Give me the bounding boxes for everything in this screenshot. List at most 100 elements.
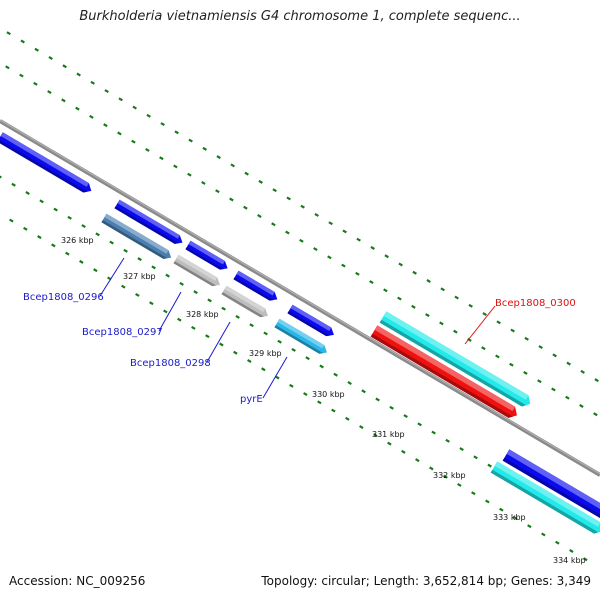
tick-mark bbox=[359, 425, 364, 430]
tick-mark bbox=[132, 105, 137, 110]
tick-mark bbox=[431, 430, 436, 435]
tick-mark bbox=[345, 416, 350, 421]
gene-arrow-g11[interactable] bbox=[370, 325, 517, 418]
tick-mark bbox=[179, 281, 184, 286]
gene-highlight bbox=[506, 449, 600, 509]
gene-arrow-g2[interactable] bbox=[114, 199, 183, 244]
tick-mark bbox=[286, 196, 291, 201]
tick-mark bbox=[219, 342, 224, 347]
gene-arrow-g8[interactable] bbox=[287, 304, 334, 337]
tick-mark bbox=[289, 383, 294, 388]
gene-arrow-g1[interactable] bbox=[0, 132, 92, 193]
gene-label-bcep1808-0297[interactable]: Bcep1808_0297 bbox=[82, 291, 182, 338]
scale-label: 327 kbp bbox=[123, 272, 156, 281]
topology-summary: Topology: circular; Length: 3,652,814 bp… bbox=[261, 574, 591, 588]
tick-mark bbox=[355, 271, 360, 276]
tick-mark bbox=[9, 218, 14, 223]
gene-arrow-g10[interactable] bbox=[379, 311, 531, 407]
gene-label-bcep1808-0298[interactable]: Bcep1808_0298 bbox=[130, 321, 231, 369]
tick-mark bbox=[583, 557, 588, 562]
leader-line bbox=[262, 356, 288, 399]
tick-mark bbox=[188, 138, 193, 143]
leader-line bbox=[464, 305, 496, 345]
tick-mark bbox=[524, 336, 529, 341]
tick-mark bbox=[229, 197, 234, 202]
tick-mark bbox=[375, 397, 380, 402]
tick-mark bbox=[439, 321, 444, 326]
tick-mark bbox=[243, 205, 248, 210]
gene-arrow-g7[interactable] bbox=[221, 285, 268, 318]
tick-mark bbox=[370, 246, 375, 250]
tick-mark bbox=[485, 499, 490, 504]
gene-label-bcep1808-0300[interactable]: Bcep1808_0300 bbox=[464, 298, 576, 345]
gene-highlight bbox=[277, 318, 325, 349]
gene-label-pyre[interactable]: pyrE bbox=[240, 356, 288, 405]
gene-labels: Bcep1808_0296Bcep1808_0297Bcep1808_0298p… bbox=[23, 257, 576, 405]
gene-arrow-g4[interactable] bbox=[185, 240, 228, 270]
tick-mark bbox=[191, 325, 196, 330]
tick-mark bbox=[205, 334, 210, 339]
tick-mark bbox=[300, 204, 305, 209]
tick-mark bbox=[11, 182, 16, 187]
tick-mark bbox=[177, 317, 182, 322]
tick-mark bbox=[39, 199, 44, 204]
gene-highlight bbox=[0, 132, 89, 187]
gene-label-bcep1808-0296[interactable]: Bcep1808_0296 bbox=[23, 257, 125, 303]
tick-mark bbox=[34, 47, 39, 52]
scale-label: 334 kbp bbox=[553, 556, 586, 565]
tick-mark bbox=[555, 540, 560, 545]
tick-mark bbox=[510, 328, 515, 333]
tick-mark bbox=[513, 515, 518, 520]
gene-arrow-g12[interactable] bbox=[502, 449, 600, 521]
tick-mark bbox=[426, 279, 431, 283]
tick-mark bbox=[160, 122, 165, 127]
tick-mark bbox=[201, 180, 206, 185]
gene-highlight bbox=[374, 325, 516, 412]
tick-mark bbox=[67, 215, 72, 220]
gene-arrow-g6[interactable] bbox=[233, 270, 278, 301]
gene-highlight bbox=[104, 213, 169, 254]
tick-mark bbox=[412, 270, 417, 275]
tick-mark bbox=[468, 303, 473, 308]
tick-mark bbox=[411, 304, 416, 309]
tick-mark bbox=[537, 379, 542, 384]
tick-mark bbox=[593, 412, 598, 417]
tick-mark bbox=[165, 273, 170, 278]
tick-mark bbox=[163, 309, 168, 314]
tick-mark bbox=[5, 65, 10, 70]
tick-mark bbox=[193, 290, 198, 295]
tick-mark bbox=[93, 268, 98, 273]
tick-mark bbox=[401, 449, 406, 454]
tick-mark bbox=[121, 284, 126, 289]
tick-mark bbox=[258, 179, 263, 184]
tick-mark bbox=[215, 189, 220, 194]
tick-mark bbox=[384, 254, 389, 259]
tick-mark bbox=[65, 251, 70, 256]
gene-arrow-g3[interactable] bbox=[101, 213, 172, 259]
tick-mark bbox=[417, 422, 422, 427]
tick-mark bbox=[319, 364, 324, 369]
tick-mark bbox=[51, 243, 56, 248]
tick-mark bbox=[527, 524, 532, 529]
tick-mark bbox=[333, 372, 338, 377]
gene-arrow-g5[interactable] bbox=[173, 254, 220, 287]
tick-mark bbox=[277, 339, 282, 344]
tick-mark bbox=[415, 458, 420, 463]
gene-arrow-g13[interactable] bbox=[490, 461, 600, 534]
tick-mark bbox=[230, 163, 235, 168]
tick-mark bbox=[261, 367, 266, 372]
chromosome-backbone bbox=[0, 119, 600, 477]
gene-arrow-g9[interactable] bbox=[274, 318, 327, 354]
tick-mark bbox=[403, 414, 408, 419]
tick-mark bbox=[146, 113, 151, 118]
tick-mark bbox=[285, 230, 290, 235]
tick-mark bbox=[429, 466, 434, 471]
gene-label-text: Bcep1808_0296 bbox=[23, 292, 104, 303]
tick-mark bbox=[6, 31, 11, 36]
tick-mark bbox=[347, 381, 352, 385]
gene-shadow bbox=[101, 220, 172, 259]
map-title: Burkholderia vietnamiensis G4 chromosome… bbox=[79, 9, 521, 24]
scale-label: 329 kbp bbox=[249, 349, 282, 358]
